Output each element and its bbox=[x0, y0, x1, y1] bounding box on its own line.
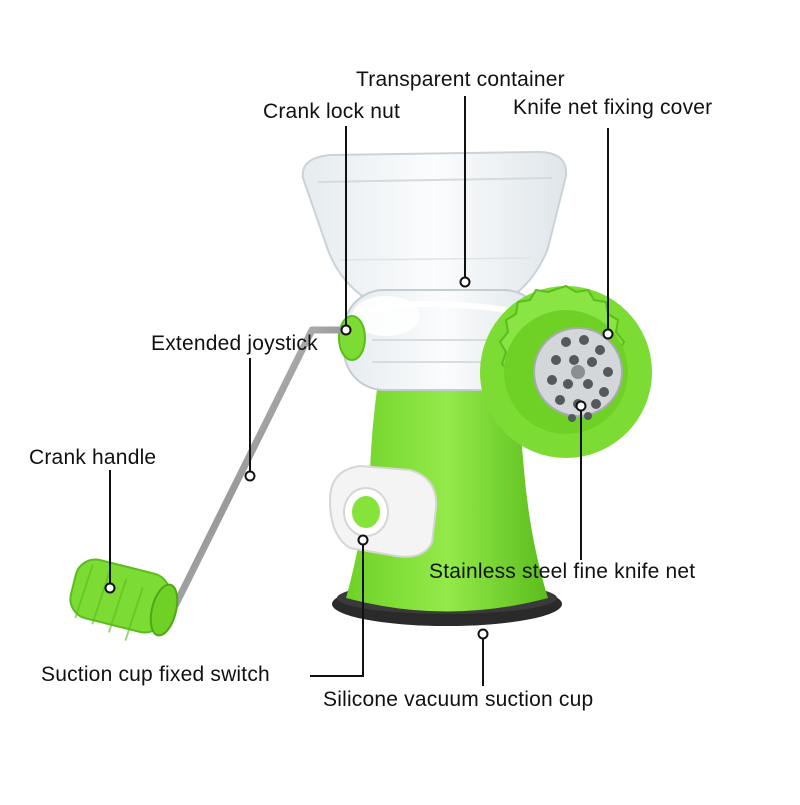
crank-handle bbox=[69, 558, 179, 641]
label-silicone-vacuum-suction-cup: Silicone vacuum suction cup bbox=[323, 688, 594, 711]
label-transparent-container: Transparent container bbox=[356, 68, 565, 91]
crank-lock-nut bbox=[338, 315, 366, 361]
label-crank-handle: Crank handle bbox=[29, 446, 157, 469]
extended-joystick-rod bbox=[154, 326, 350, 608]
knife-net-fixing-cover bbox=[480, 284, 652, 458]
label-suction-cup-fixed-switch: Suction cup fixed switch bbox=[41, 663, 270, 686]
transparent-container bbox=[301, 150, 568, 301]
leader-lines bbox=[109, 96, 609, 686]
label-knife-net-fixing-cover: Knife net fixing cover bbox=[513, 96, 713, 119]
label-crank-lock-nut: Crank lock nut bbox=[263, 100, 401, 123]
leader-dots bbox=[104, 276, 614, 640]
label-extended-joystick: Extended joystick bbox=[151, 332, 318, 355]
suction-switch-knob bbox=[328, 464, 438, 558]
label-stainless-steel-knife-net: Stainless steel fine knife net bbox=[429, 560, 696, 583]
